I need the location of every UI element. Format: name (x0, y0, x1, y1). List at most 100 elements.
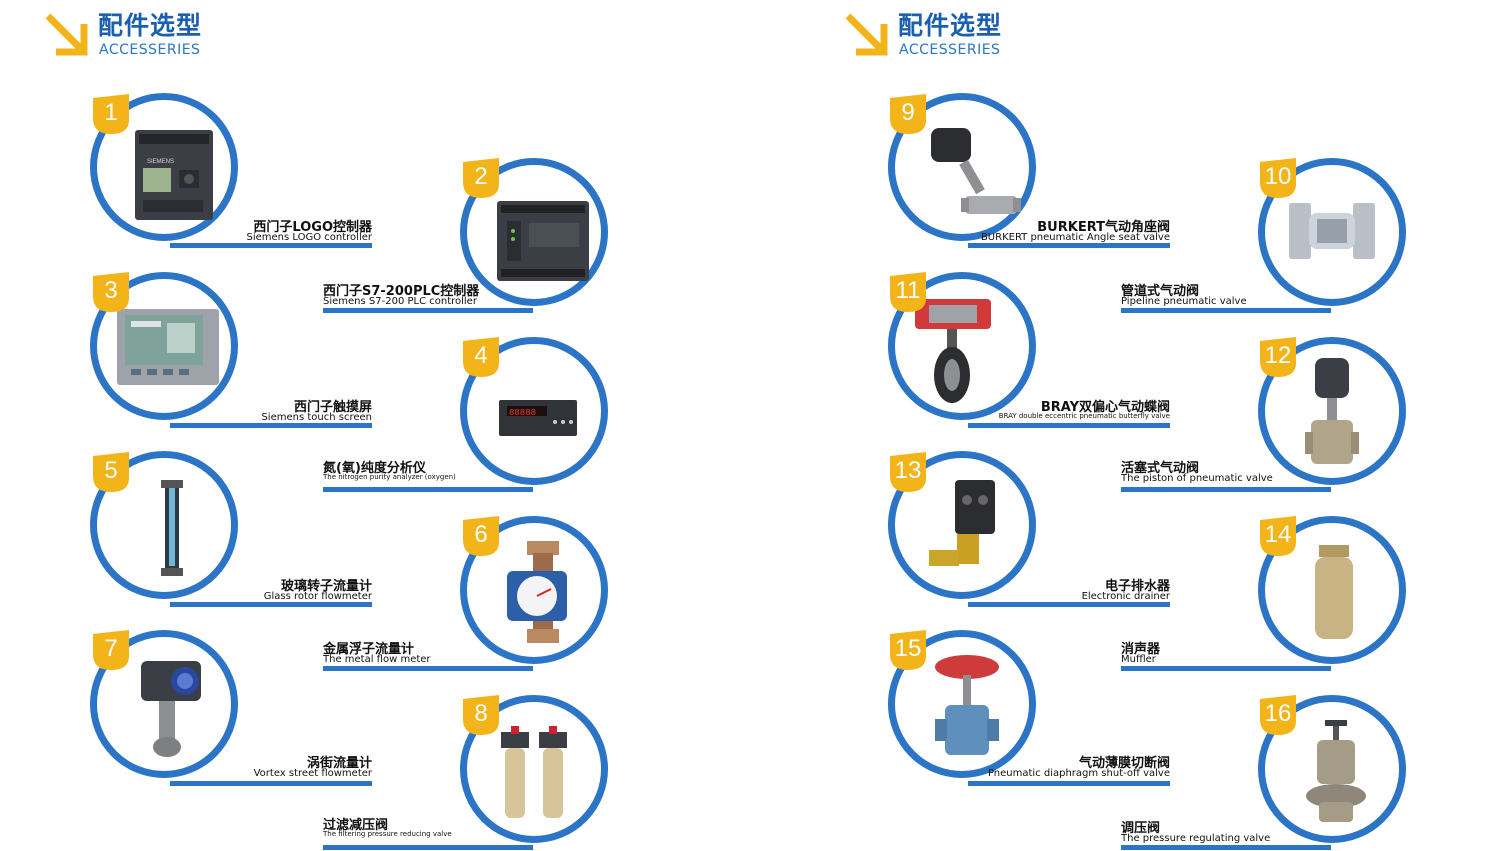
product-name-en: The filtering pressure reducing valve (323, 830, 452, 838)
number-badge-text: 2 (474, 163, 488, 190)
product-name-cn: BURKERT气动角座阀 (1037, 220, 1170, 235)
number-badge: 15 (886, 628, 930, 672)
product-image (467, 523, 601, 657)
product-name-en: Siemens S7-200 PLC controller (323, 296, 477, 307)
product-name-cn: 玻璃转子流量计 (280, 579, 372, 594)
number-badge-text: 3 (104, 277, 118, 304)
product-name-en: Muffler (1121, 654, 1156, 665)
product-image (467, 702, 601, 836)
product-name-en: The pressure regulating valve (1121, 833, 1271, 844)
number-badge-text: 9 (901, 99, 915, 126)
product-image (895, 100, 1029, 234)
number-badge-text: 13 (894, 457, 922, 484)
section-title-cn: 配件选型 (898, 11, 1003, 40)
number-badge: 2 (459, 156, 503, 200)
section-title-en: ACCESSERIES (99, 42, 201, 58)
product-name-cn: 调压阀 (1121, 821, 1161, 836)
number-badge-text: 1 (104, 99, 118, 126)
number-badge: 9 (886, 92, 930, 136)
product-name-cn: 西门子LOGO控制器 (253, 220, 372, 235)
product-image-ring (1258, 695, 1406, 843)
product-name-cn: 气动薄膜切断阀 (1078, 756, 1170, 771)
number-badge-text: 7 (104, 635, 118, 662)
number-badge-text: 15 (894, 635, 922, 662)
label-underline (170, 423, 372, 428)
label-underline (170, 781, 372, 786)
arrow-down-right-icon (45, 13, 88, 56)
product-image (1265, 523, 1399, 657)
label-underline (1121, 666, 1331, 671)
product-image-ring (460, 158, 608, 306)
product-name-cn: 西门子触摸屏 (293, 400, 372, 415)
number-badge-text: 5 (104, 457, 118, 484)
svg-text:88888: 88888 (509, 408, 536, 418)
product-name-cn: 活塞式气动阀 (1121, 461, 1200, 476)
product-image (895, 279, 1029, 413)
product-name-en: Pneumatic diaphragm shut-off valve (987, 768, 1170, 779)
number-badge: 13 (886, 450, 930, 494)
product-name-en: Siemens LOGO controller (246, 232, 373, 243)
product-name-cn: 过滤减压阀 (323, 818, 389, 833)
label-underline (323, 666, 533, 671)
product-image (467, 165, 601, 299)
section-title-en: ACCESSERIES (899, 42, 1001, 58)
label-underline (1121, 845, 1331, 850)
product-image (895, 458, 1029, 592)
label-underline (968, 423, 1170, 428)
number-badge: 11 (886, 270, 930, 314)
number-badge: 4 (459, 335, 503, 379)
label-underline (968, 243, 1170, 248)
product-name-en: The piston of pneumatic valve (1121, 473, 1273, 484)
number-badge-text: 4 (474, 342, 488, 369)
product-name-en: Pipeline pneumatic valve (1121, 296, 1247, 307)
number-badge: 16 (1256, 693, 1300, 737)
product-image-ring: 88888 (460, 337, 608, 485)
number-badge: 3 (89, 270, 133, 314)
product-image-ring (888, 451, 1036, 599)
number-badge: 6 (459, 514, 503, 558)
product-name-cn: 管道式气动阀 (1121, 284, 1200, 299)
product-image (1265, 702, 1399, 836)
label-underline (968, 602, 1170, 607)
product-name-en: The metal flow meter (323, 654, 431, 665)
number-badge: 14 (1256, 514, 1300, 558)
label-underline (1121, 308, 1331, 313)
product-name-en: Siemens touch screen (261, 412, 372, 423)
product-name-cn: 消声器 (1121, 642, 1161, 657)
number-badge-text: 8 (474, 700, 488, 727)
svg-text:SIEMENS: SIEMENS (147, 159, 174, 165)
number-badge: 10 (1256, 156, 1300, 200)
label-underline (323, 308, 533, 313)
label-underline (323, 487, 533, 492)
number-badge-text: 14 (1264, 521, 1292, 548)
number-badge: 12 (1256, 335, 1300, 379)
product-image: 88888 (467, 344, 601, 478)
product-image (895, 637, 1029, 771)
product-image (1265, 344, 1399, 478)
product-name-cn: 西门子S7-200PLC控制器 (323, 284, 480, 299)
arrow-down-right-icon (845, 13, 888, 56)
number-badge-text: 6 (474, 521, 488, 548)
product-image-ring (888, 272, 1036, 420)
product-image (97, 458, 231, 592)
product-image: SIEMENS (97, 100, 231, 234)
product-name-en: Vortex street flowmeter (253, 768, 372, 779)
product-name-cn: BRAY双偏心气动蝶阀 (1040, 400, 1170, 415)
product-image-ring (1258, 158, 1406, 306)
section-title-cn: 配件选型 (98, 11, 203, 40)
product-name-en: The nitrogen purity analyzer (oxygen) (323, 473, 456, 481)
product-name-cn: 电子排水器 (1104, 579, 1170, 594)
product-name-en: BURKERT pneumatic Angle seat valve (980, 232, 1170, 243)
product-image (1265, 165, 1399, 299)
label-underline (968, 781, 1170, 786)
product-image (97, 279, 231, 413)
number-badge-text: 10 (1264, 163, 1292, 190)
product-image-ring (90, 630, 238, 778)
panel-right: 配件选型 ACCESSERIES (842, 0, 1500, 851)
product-name-en: Electronic drainer (1081, 591, 1170, 602)
label-underline (170, 243, 372, 248)
product-name-cn: 氮(氧)纯度分析仪 (323, 461, 426, 476)
number-badge: 1 (89, 92, 133, 136)
number-badge: 7 (89, 628, 133, 672)
label-underline (1121, 487, 1331, 492)
